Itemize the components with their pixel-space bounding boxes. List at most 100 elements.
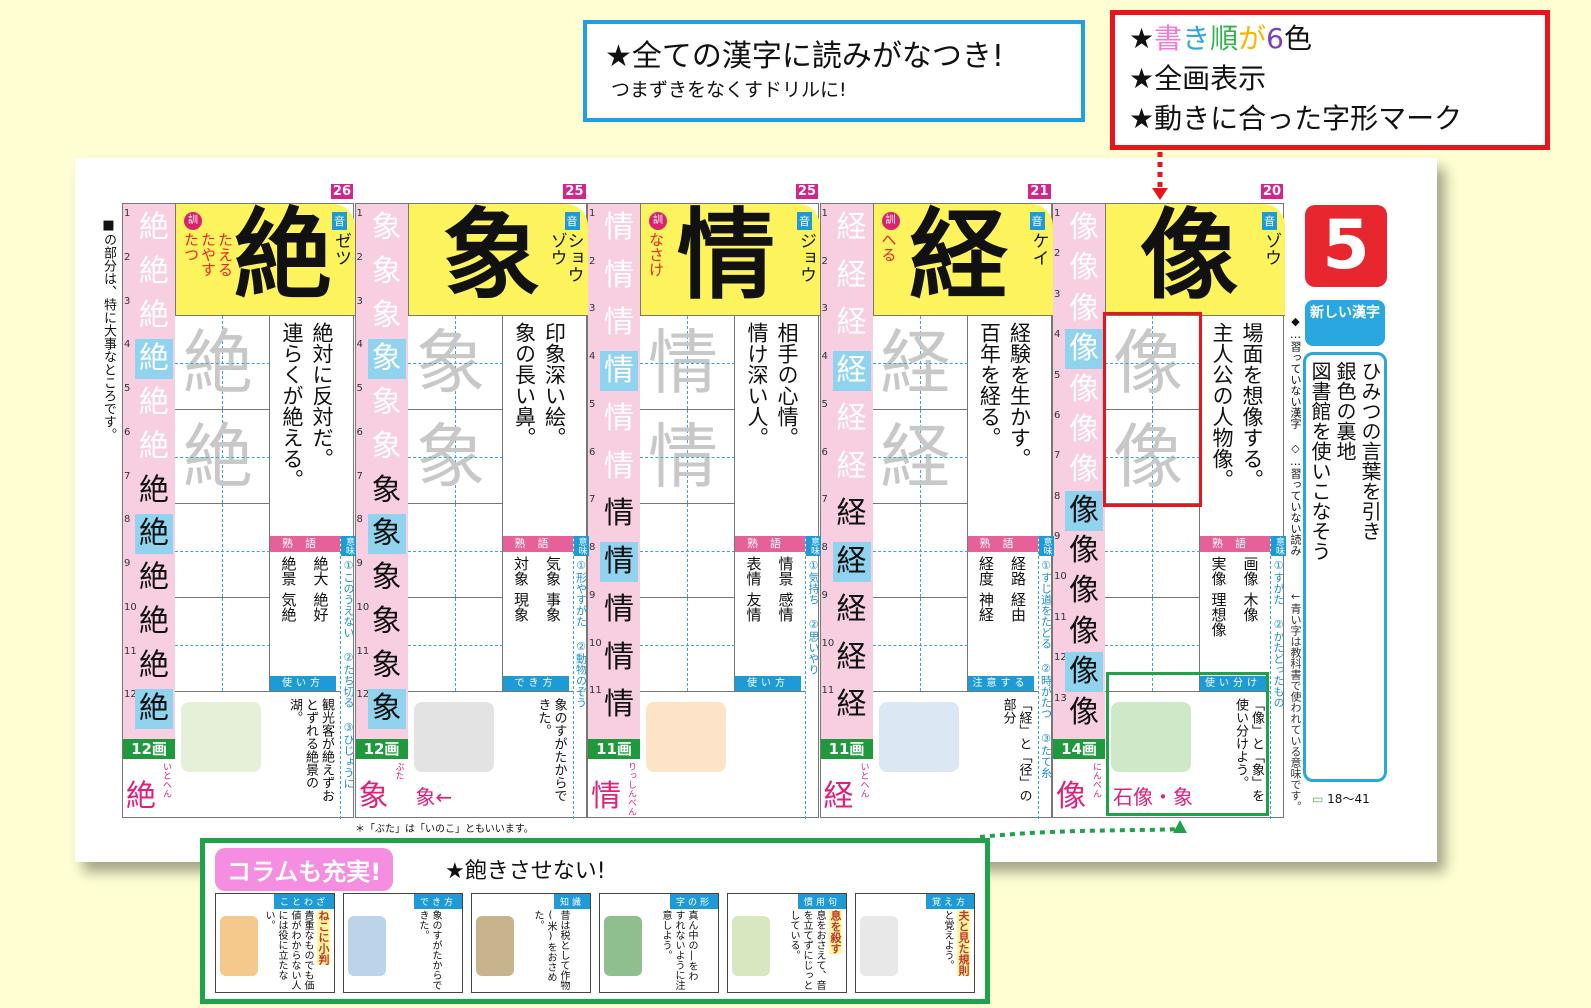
stroke-number: 8 — [589, 542, 596, 554]
on-reading: ゾウ — [1261, 232, 1281, 266]
stroke-step: 経 — [836, 400, 867, 436]
stroke-number: 2 — [124, 251, 131, 263]
jukugo-list: 画像実像木像理想像 — [1203, 556, 1267, 671]
stroke-number: 10 — [1054, 571, 1067, 583]
column-callout: コラムも充実! ★飽きさせない! ことわざ貴重なものでも価値がわからない人には役… — [200, 838, 990, 1004]
trace-kanji: 情 — [648, 322, 718, 404]
column-card: 覚え方と覚えよう。夫と見た規則 — [855, 893, 975, 993]
card-illustration — [860, 916, 898, 976]
jukugo-word: 感情 — [776, 592, 795, 622]
card-tag: ことわざ — [273, 894, 334, 909]
stroke-step: 経 — [836, 210, 867, 245]
card-text: 貴重なものでも価値がわからない人には役に立たない。 — [263, 910, 313, 990]
card-tag: 覚え方 — [925, 894, 974, 909]
stroke-step: 情 — [604, 400, 634, 436]
radical-name: いとへん — [161, 762, 171, 798]
stroke-step: 象 — [371, 647, 402, 683]
page-badge: 21 — [1028, 184, 1051, 199]
card-title: 息を殺す — [829, 910, 842, 954]
stroke-number: 9 — [821, 589, 828, 601]
practice-cell[interactable]: 情 — [640, 410, 735, 504]
stroke-number: 3 — [1054, 288, 1061, 300]
practice-cell[interactable] — [407, 598, 503, 692]
stroke-number: 6 — [124, 426, 131, 438]
example-sentences: 相手の心情。情け深い人。 — [738, 322, 802, 532]
practice-cell[interactable]: 情 — [640, 316, 735, 410]
stroke-number: 6 — [1054, 409, 1061, 421]
practice-cell[interactable] — [1105, 598, 1200, 692]
card-tag: でき方 — [413, 894, 462, 909]
usage-label: 注意する字 — [967, 676, 1034, 704]
practice-cell[interactable]: 像 — [1105, 316, 1200, 410]
meaning-label: 意味 — [573, 536, 589, 556]
usage-illustration — [646, 702, 726, 772]
stroke-step: 象 — [371, 210, 402, 245]
stroke-step: 像 — [1069, 573, 1099, 609]
radical-name: りっしんべん — [626, 762, 636, 816]
card-tag: 字の形 — [669, 894, 718, 909]
kun-reading: たやす — [199, 232, 217, 277]
practice-cell[interactable]: 絶 — [175, 316, 270, 410]
card-illustration — [348, 916, 386, 976]
stroke-step: 絶 — [139, 210, 169, 245]
example-sentences: 印象深い絵。象の長い鼻。 — [506, 322, 570, 532]
stroke-step: 情 — [604, 305, 634, 341]
usage-box: 観光客が絶えずおとずれる絶景の湖。 — [175, 691, 340, 817]
jukugo-word: 絶景 — [279, 556, 298, 586]
page-badge: 25 — [795, 184, 818, 199]
meaning-text: ①すじ道をたどる ②時がたつ ③たて糸 — [1039, 559, 1053, 778]
stroke-number: 11 — [589, 685, 602, 697]
usage-text: 観光客が絶えずおとずれる絶景の湖。 — [287, 698, 334, 802]
jukugo-label: 熟語 — [502, 536, 573, 552]
legend: ◆…習っていない漢字 ◇…習っていない読み — [1289, 315, 1302, 556]
stroke-step: 象 — [371, 297, 402, 333]
practice-cell[interactable]: 像 — [1105, 410, 1200, 504]
jukugo-word: 現象 — [512, 592, 530, 622]
stroke-step: 像 — [1069, 613, 1099, 649]
practice-cell[interactable] — [640, 598, 735, 692]
practice-cell[interactable] — [175, 598, 270, 692]
practice-cell[interactable]: 象 — [407, 316, 503, 410]
example-sentence: 経験を生かす。 — [1007, 322, 1032, 469]
example-sentence: 情け深い人。 — [745, 322, 769, 448]
practice-cell[interactable] — [407, 504, 503, 598]
on-reading: ゼツ — [331, 232, 351, 266]
jukugo-list: 絶大絶景絶好気絶 — [273, 556, 337, 671]
practice-cell[interactable]: 絶 — [175, 410, 270, 504]
practice-cell[interactable] — [872, 504, 968, 598]
jukugo-word: 経度 — [977, 556, 995, 586]
stroke-number: 1 — [356, 208, 363, 219]
stroke-number: 4 — [1054, 329, 1061, 341]
stroke-step: 像 — [1065, 329, 1103, 370]
practice-cell[interactable] — [175, 504, 270, 598]
stroke-step: 絶 — [135, 339, 173, 380]
stroke-step: 絶 — [139, 385, 169, 420]
stroke-number: 2 — [1054, 248, 1061, 260]
jukugo-list: 情景表情感情友情 — [738, 556, 802, 671]
practice-cell[interactable]: 経 — [872, 316, 968, 410]
stroke-count: 11画 — [820, 739, 873, 759]
meaning-text: ①すがた ②かたどったもの — [1272, 559, 1285, 708]
practice-cell[interactable] — [640, 504, 735, 598]
practice-cell[interactable] — [1105, 504, 1200, 598]
stroke-number: 11 — [124, 645, 137, 657]
kanji-header: 経音ケイ訓へる — [872, 202, 1053, 316]
practice-cell[interactable] — [872, 598, 968, 692]
on-reading: ジョウ — [796, 232, 816, 283]
example-sentence: 相手の心情。 — [775, 322, 799, 448]
practice-cell[interactable]: 象 — [407, 410, 503, 504]
stroke-number: 5 — [356, 383, 363, 394]
top-callout: ★全ての漢字に読みがなつき! つまずきをなくすドリルに! — [583, 20, 1085, 122]
stroke-step: 絶 — [139, 647, 169, 683]
stroke-step: 象 — [371, 428, 402, 464]
column-card: でき方象のすがたからできた。 — [343, 893, 463, 993]
stroke-number: 5 — [821, 398, 828, 410]
practice-cell[interactable]: 経 — [872, 410, 968, 504]
jukugo-word: 表情 — [744, 556, 763, 586]
jukugo-word: 絶好 — [311, 592, 330, 622]
